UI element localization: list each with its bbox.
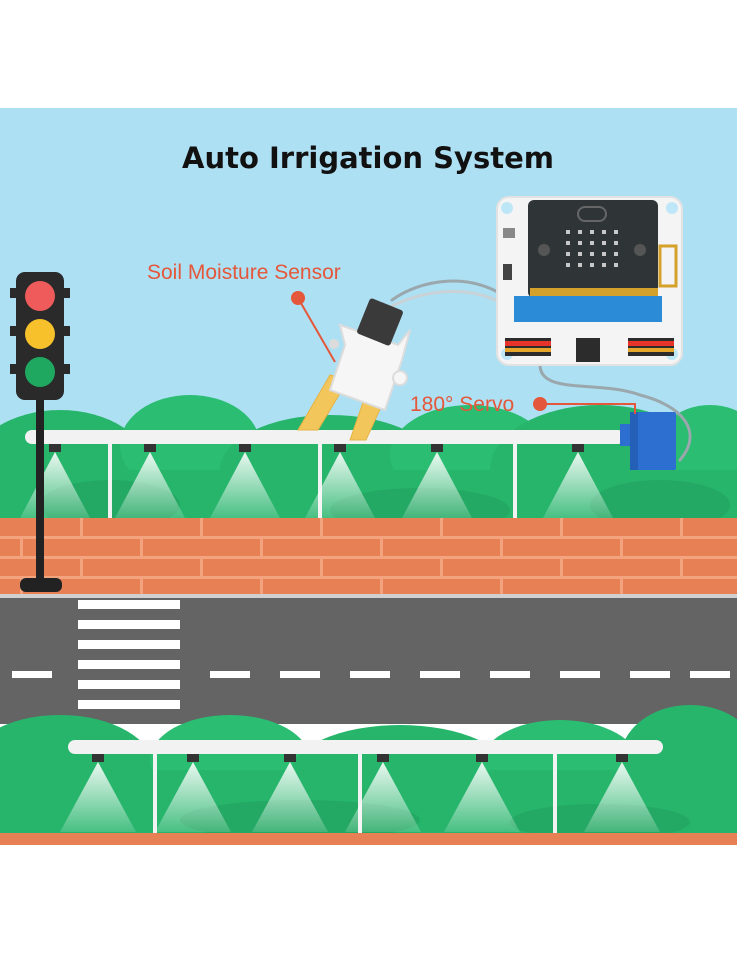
upper-pipe	[25, 430, 625, 444]
lower-pipe	[68, 740, 663, 754]
sprinkler-nozzle-icon	[155, 754, 231, 832]
sprinkler-nozzle-icon	[584, 754, 660, 832]
label-leaders	[291, 291, 636, 414]
traffic-light-icon	[10, 272, 70, 592]
sensor-label: Soil Moisture Sensor	[147, 261, 341, 284]
servo-label-dot	[533, 397, 547, 411]
sprinkler-nozzle-icon	[252, 754, 328, 832]
servo-motor-icon	[620, 412, 676, 470]
sprinkler-nozzle-icon	[210, 444, 280, 518]
brick-wall	[0, 518, 737, 594]
sprinkler-nozzle-icon	[402, 444, 472, 518]
sprinkler-nozzle-icon	[345, 754, 421, 832]
bottom-brick-strip	[0, 833, 737, 845]
lower-irrigation-line	[60, 740, 663, 834]
soil-moisture-sensor-icon	[297, 298, 411, 441]
crosswalk	[78, 600, 180, 709]
diagram-title: Auto Irrigation System	[182, 141, 554, 175]
sprinkler-nozzle-icon	[115, 444, 185, 518]
sprinkler-nozzle-icon	[60, 754, 136, 832]
sprinkler-nozzle-icon	[543, 444, 613, 518]
microbit-board-icon	[496, 196, 683, 366]
lane-dashes	[12, 671, 730, 678]
board-connectors	[505, 338, 674, 362]
sensor-label-dot	[291, 291, 305, 305]
road	[0, 594, 737, 724]
servo-label: 180° Servo	[410, 393, 514, 416]
sprinkler-nozzle-icon	[444, 754, 520, 832]
sprinkler-nozzle-icon	[305, 444, 375, 518]
